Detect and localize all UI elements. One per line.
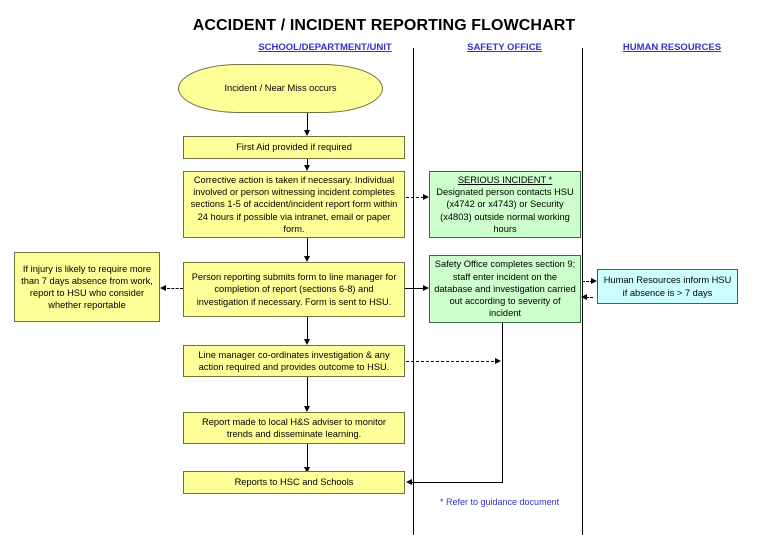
arrowhead-linemanager-hsadviser xyxy=(304,406,310,412)
arrowhead-safetyoffice-to-reports xyxy=(406,479,412,485)
arrowhead-submits-injury xyxy=(160,285,166,291)
node-reports-hsc-label: Reports to HSC and Schools xyxy=(234,477,354,488)
connector-hr-safetyoffice xyxy=(582,297,593,298)
connector-firstaid-corrective xyxy=(307,159,308,167)
lane-divider-school-safety xyxy=(413,48,414,535)
connector-linemanager-hsadviser xyxy=(307,377,308,408)
node-hs-adviser-label: Report made to local H&S adviser to moni… xyxy=(202,416,386,439)
column-header-school: SCHOOL/DEPARTMENT/UNIT xyxy=(258,42,392,53)
node-corrective-action-label: Corrective action is taken if necessary.… xyxy=(190,175,398,234)
arrowhead-hsadviser-reports xyxy=(304,467,310,473)
arrowhead-submits-safetyoffice xyxy=(423,285,429,291)
connector-safetyoffice-to-reports xyxy=(412,482,503,483)
node-serious-incident-heading: SERIOUS INCIDENT * xyxy=(457,175,553,185)
arrowhead-corrective-serious xyxy=(423,194,429,200)
node-safety-office-completes-label: Safety Office completes section 9; staff… xyxy=(434,259,576,319)
node-injury-seven-days-label: If injury is likely to require more than… xyxy=(21,263,153,311)
arrowhead-hr-safetyoffice xyxy=(581,294,587,300)
connector-safetyoffice-downline xyxy=(502,323,503,482)
connector-incident-firstaid xyxy=(307,113,308,132)
connector-linemanager-safetyline xyxy=(406,361,494,362)
node-hr-inform[interactable]: Human Resources inform HSU if absence is… xyxy=(597,269,738,304)
footnote-guidance: * Refer to guidance document xyxy=(440,497,560,507)
node-first-aid[interactable]: First Aid provided if required xyxy=(183,136,405,159)
connector-corrective-submits xyxy=(307,238,308,258)
page-title: ACCIDENT / INCIDENT REPORTING FLOWCHART xyxy=(192,17,576,34)
node-injury-seven-days[interactable]: If injury is likely to require more than… xyxy=(14,252,160,322)
node-safety-office-completes[interactable]: Safety Office completes section 9; staff… xyxy=(429,255,581,323)
node-submits-form[interactable]: Person reporting submits form to line ma… xyxy=(183,262,405,317)
arrowhead-incident-firstaid xyxy=(304,130,310,136)
node-line-manager[interactable]: Line manager co-ordinates investigation … xyxy=(183,345,405,377)
arrowhead-linemanager-safetyline xyxy=(495,358,501,364)
arrowhead-corrective-submits xyxy=(304,256,310,262)
connector-hsadviser-reports xyxy=(307,444,308,470)
arrowhead-firstaid-corrective xyxy=(304,165,310,171)
connector-submits-safetyoffice xyxy=(405,288,424,289)
lane-divider-safety-hr xyxy=(582,48,583,535)
node-incident[interactable]: Incident / Near Miss occurs xyxy=(178,64,383,113)
node-corrective-action[interactable]: Corrective action is taken if necessary.… xyxy=(183,171,405,238)
node-reports-hsc[interactable]: Reports to HSC and Schools xyxy=(183,471,405,494)
column-header-safety: SAFETY OFFICE xyxy=(467,42,542,53)
connector-submits-linemanager xyxy=(307,317,308,341)
node-serious-incident-label: Designated person contacts HSU (x4742 or… xyxy=(436,187,574,234)
node-submits-form-label: Person reporting submits form to line ma… xyxy=(191,272,397,307)
node-hs-adviser[interactable]: Report made to local H&S adviser to moni… xyxy=(183,412,405,444)
column-header-hr: HUMAN RESOURCES xyxy=(622,42,722,53)
connector-submits-injury xyxy=(167,288,183,289)
node-serious-incident[interactable]: SERIOUS INCIDENT * Designated person con… xyxy=(429,171,581,238)
node-hr-inform-label: Human Resources inform HSU if absence is… xyxy=(603,275,732,298)
connector-corrective-serious xyxy=(406,197,424,198)
connector-safetyoffice-hr xyxy=(582,281,593,282)
node-incident-label: Incident / Near Miss occurs xyxy=(224,83,337,94)
node-first-aid-label: First Aid provided if required xyxy=(236,142,352,153)
node-line-manager-label: Line manager co-ordinates investigation … xyxy=(198,349,390,372)
arrowhead-safetyoffice-hr xyxy=(591,278,597,284)
arrowhead-submits-linemanager xyxy=(304,339,310,345)
